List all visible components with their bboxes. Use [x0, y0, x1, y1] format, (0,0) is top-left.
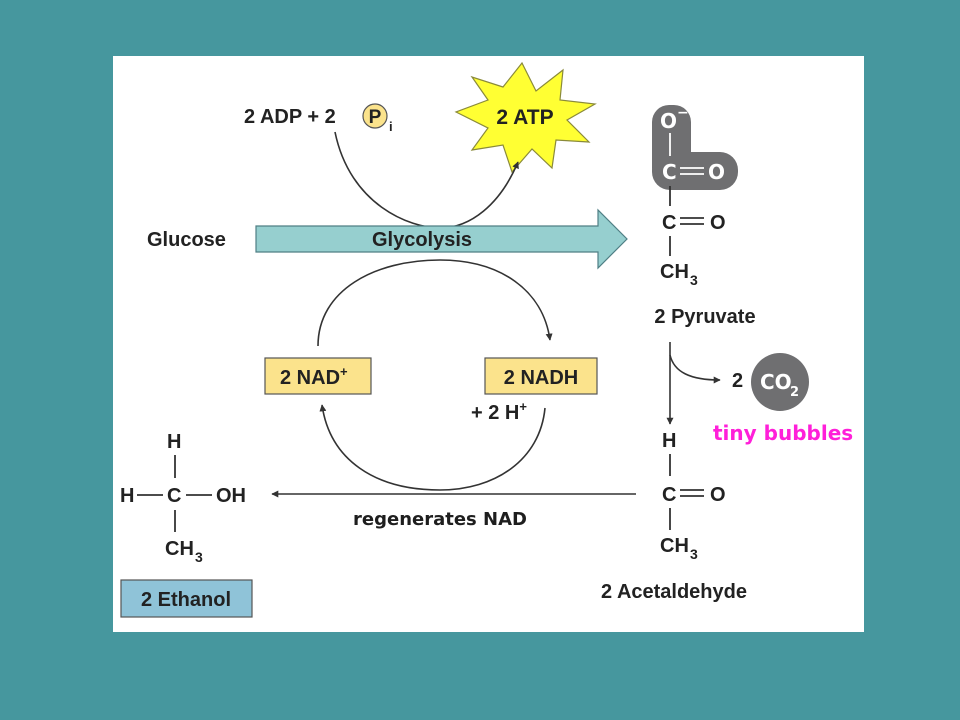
nadh-box: [484, 357, 598, 395]
acetaldehyde-ch: CH: [660, 535, 689, 557]
co2-count: 2: [732, 370, 743, 392]
acetaldehyde-ch-sub: 3: [690, 546, 698, 562]
nad-cycle-lower-arrow: [319, 404, 546, 491]
ethanol-box: [120, 579, 253, 618]
ethanol-h-top: H: [167, 431, 181, 453]
acetaldehyde-o: O: [710, 484, 726, 506]
pyruvate-c1: C: [662, 160, 677, 184]
ethanol-ch: CH: [165, 538, 194, 560]
atp-label: 2 ATP: [496, 106, 553, 129]
phosphate-subscript: i: [389, 119, 393, 134]
glycolysis-arrow: [255, 208, 628, 270]
pyruvate-ch: CH: [660, 261, 689, 283]
fermentation-diagram: 2 ADP + 2 P i 2 ATP Glucose Glycolysis O…: [120, 61, 853, 618]
acetaldehyde-c: C: [662, 484, 676, 506]
carboxyl-highlight: [652, 105, 738, 190]
proton-label: + 2 H+: [471, 399, 527, 424]
co2-release-arrow: [669, 354, 721, 384]
phosphate-icon: P: [362, 103, 388, 129]
pyruvate-o-minus: O: [660, 109, 677, 133]
adp-label: 2 ADP + 2: [244, 106, 336, 128]
pyruvate-c2: C: [662, 212, 676, 234]
atp-star-icon: [454, 61, 597, 174]
pyruvate-minus: −: [677, 105, 689, 121]
ethanol-h-left: H: [120, 485, 134, 507]
co2-text: CO: [760, 370, 792, 394]
ethanol-ch-sub: 3: [195, 549, 203, 565]
acetaldehyde-label: 2 Acetaldehyde: [601, 581, 747, 603]
tiny-bubbles-label: tiny bubbles: [713, 421, 853, 445]
nad-plus-box: [264, 357, 372, 395]
diagram-panel: 2 ADP + 2 P i 2 ATP Glucose Glycolysis O…: [113, 56, 864, 632]
glucose-label: Glucose: [147, 229, 226, 251]
svg-text:P: P: [369, 107, 382, 128]
nad-cycle-upper-arrow: [317, 259, 553, 347]
co2-bubble-icon: [751, 353, 809, 411]
glycolysis-label: Glycolysis: [372, 229, 472, 251]
ethanol-oh: OH: [216, 485, 246, 507]
acetaldehyde-h: H: [662, 430, 676, 452]
nadh-label: 2 NADH: [504, 367, 578, 389]
pyruvate-label: 2 Pyruvate: [654, 306, 755, 328]
pyruvate-o2: O: [710, 212, 726, 234]
pyruvate-o1: O: [708, 160, 725, 184]
nad-plus-label: 2 NAD+: [280, 364, 348, 389]
regenerates-nad-label: regenerates NAD: [353, 509, 527, 530]
ethanol-label: 2 Ethanol: [141, 589, 231, 611]
ethanol-c: C: [167, 485, 181, 507]
co2-subscript: 2: [790, 385, 799, 400]
pyruvate-ch-sub: 3: [690, 272, 698, 288]
